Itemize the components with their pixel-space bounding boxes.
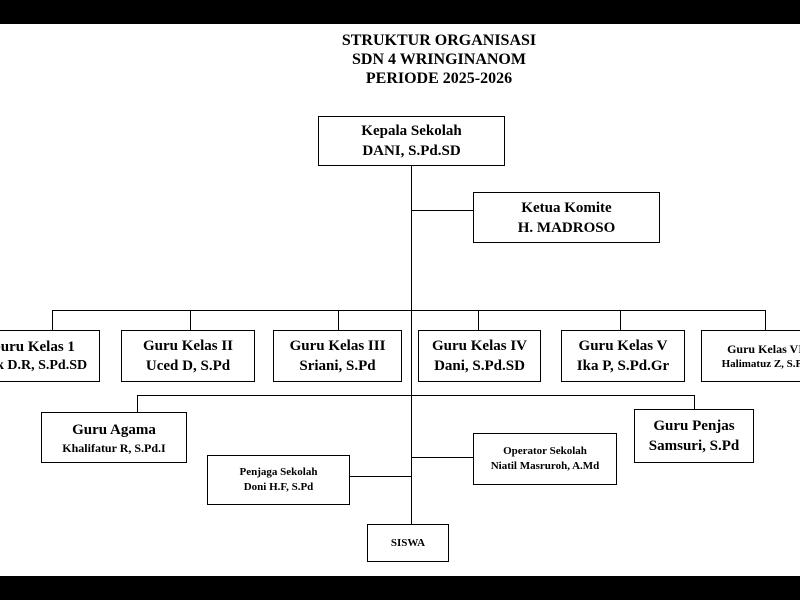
siswa-box: SISWA xyxy=(367,524,449,562)
guru-agama-box: Guru Agama Khalifatur R, S.Pd.I xyxy=(41,412,187,463)
kelas-2-name: Uced D, S.Pd xyxy=(145,358,231,374)
guru-kelas-6-box: Guru Kelas VI Halimatuz Z, S.Pd xyxy=(701,330,800,382)
chart-title-line-3: PERIODE 2025-2026 xyxy=(365,70,513,87)
komite-name: H. MADROSO xyxy=(517,219,616,236)
kelas-2-drop xyxy=(190,310,191,330)
siswa-label: SISWA xyxy=(390,536,426,549)
kelas-1-name: Tiek D.R, S.Pd.SD xyxy=(0,358,88,373)
guru-penjas-box: Guru Penjas Samsuri, S.Pd xyxy=(634,409,754,463)
chart-title-line-2: SDN 4 WRINGINANOM xyxy=(352,51,526,68)
kelas-4-name: Dani, S.Pd.SD xyxy=(434,358,525,374)
main-vertical-connector xyxy=(411,166,412,532)
kepala-role: Kepala Sekolah xyxy=(361,123,462,139)
kelas-horizontal-connector xyxy=(52,310,766,311)
penjaga-sekolah-box: Penjaga Sekolah Doni H.F, S.Pd xyxy=(207,455,350,505)
agama-drop xyxy=(137,395,138,412)
guru-kelas-4-box: Guru Kelas IV Dani, S.Pd.SD xyxy=(418,330,541,382)
komite-role: Ketua Komite xyxy=(521,199,612,216)
guru-horizontal-connector xyxy=(137,395,695,396)
kelas-3-drop xyxy=(338,310,339,330)
kelas-5-name: Ika P, S.Pd.Gr xyxy=(576,358,670,374)
guru-kelas-1-box: Guru Kelas 1 Tiek D.R, S.Pd.SD xyxy=(0,330,100,382)
penjas-name: Samsuri, S.Pd xyxy=(648,438,740,454)
penjaga-role: Penjaga Sekolah xyxy=(239,466,318,478)
kelas-6-drop xyxy=(765,310,766,330)
agama-role: Guru Agama xyxy=(72,421,156,438)
kepala-sekolah-box: Kepala Sekolah DANI, S.Pd.SD xyxy=(318,116,505,166)
penjaga-connector xyxy=(350,476,411,477)
penjas-role: Guru Penjas xyxy=(653,418,735,434)
kelas-3-role: Guru Kelas III xyxy=(289,338,386,354)
operator-name: Niatil Masruroh, A.Md xyxy=(490,460,600,472)
kelas-6-name: Halimatuz Z, S.Pd xyxy=(721,357,800,370)
kelas-5-role: Guru Kelas V xyxy=(578,338,668,354)
komite-connector xyxy=(411,210,473,211)
kelas-6-role: Guru Kelas VI xyxy=(727,341,800,356)
org-chart-page: STRUKTUR ORGANISASI SDN 4 WRINGINANOM PE… xyxy=(0,24,800,576)
kelas-4-role: Guru Kelas IV xyxy=(431,338,527,354)
guru-kelas-3-box: Guru Kelas III Sriani, S.Pd xyxy=(273,330,402,382)
operator-sekolah-box: Operator Sekolah Niatil Masruroh, A.Md xyxy=(473,433,617,485)
kepala-name: DANI, S.Pd.SD xyxy=(362,143,461,159)
kelas-1-drop xyxy=(52,310,53,330)
agama-name: Khalifatur R, S.Pd.I xyxy=(62,440,166,455)
kelas-2-role: Guru Kelas II xyxy=(142,338,233,354)
kelas-5-drop xyxy=(620,310,621,330)
operator-role: Operator Sekolah xyxy=(503,445,587,457)
kelas-4-drop xyxy=(478,310,479,330)
chart-title-line-1: STRUKTUR ORGANISASI xyxy=(341,32,537,49)
operator-connector xyxy=(411,457,473,458)
ketua-komite-box: Ketua Komite H. MADROSO xyxy=(473,192,660,243)
guru-kelas-2-box: Guru Kelas II Uced D, S.Pd xyxy=(121,330,255,382)
penjaga-name: Doni H.F, S.Pd xyxy=(243,481,314,493)
penjas-drop xyxy=(694,395,695,409)
kelas-3-name: Sriani, S.Pd xyxy=(299,358,376,374)
kelas-1-role: Guru Kelas 1 xyxy=(0,339,75,355)
guru-kelas-5-box: Guru Kelas V Ika P, S.Pd.Gr xyxy=(561,330,685,382)
